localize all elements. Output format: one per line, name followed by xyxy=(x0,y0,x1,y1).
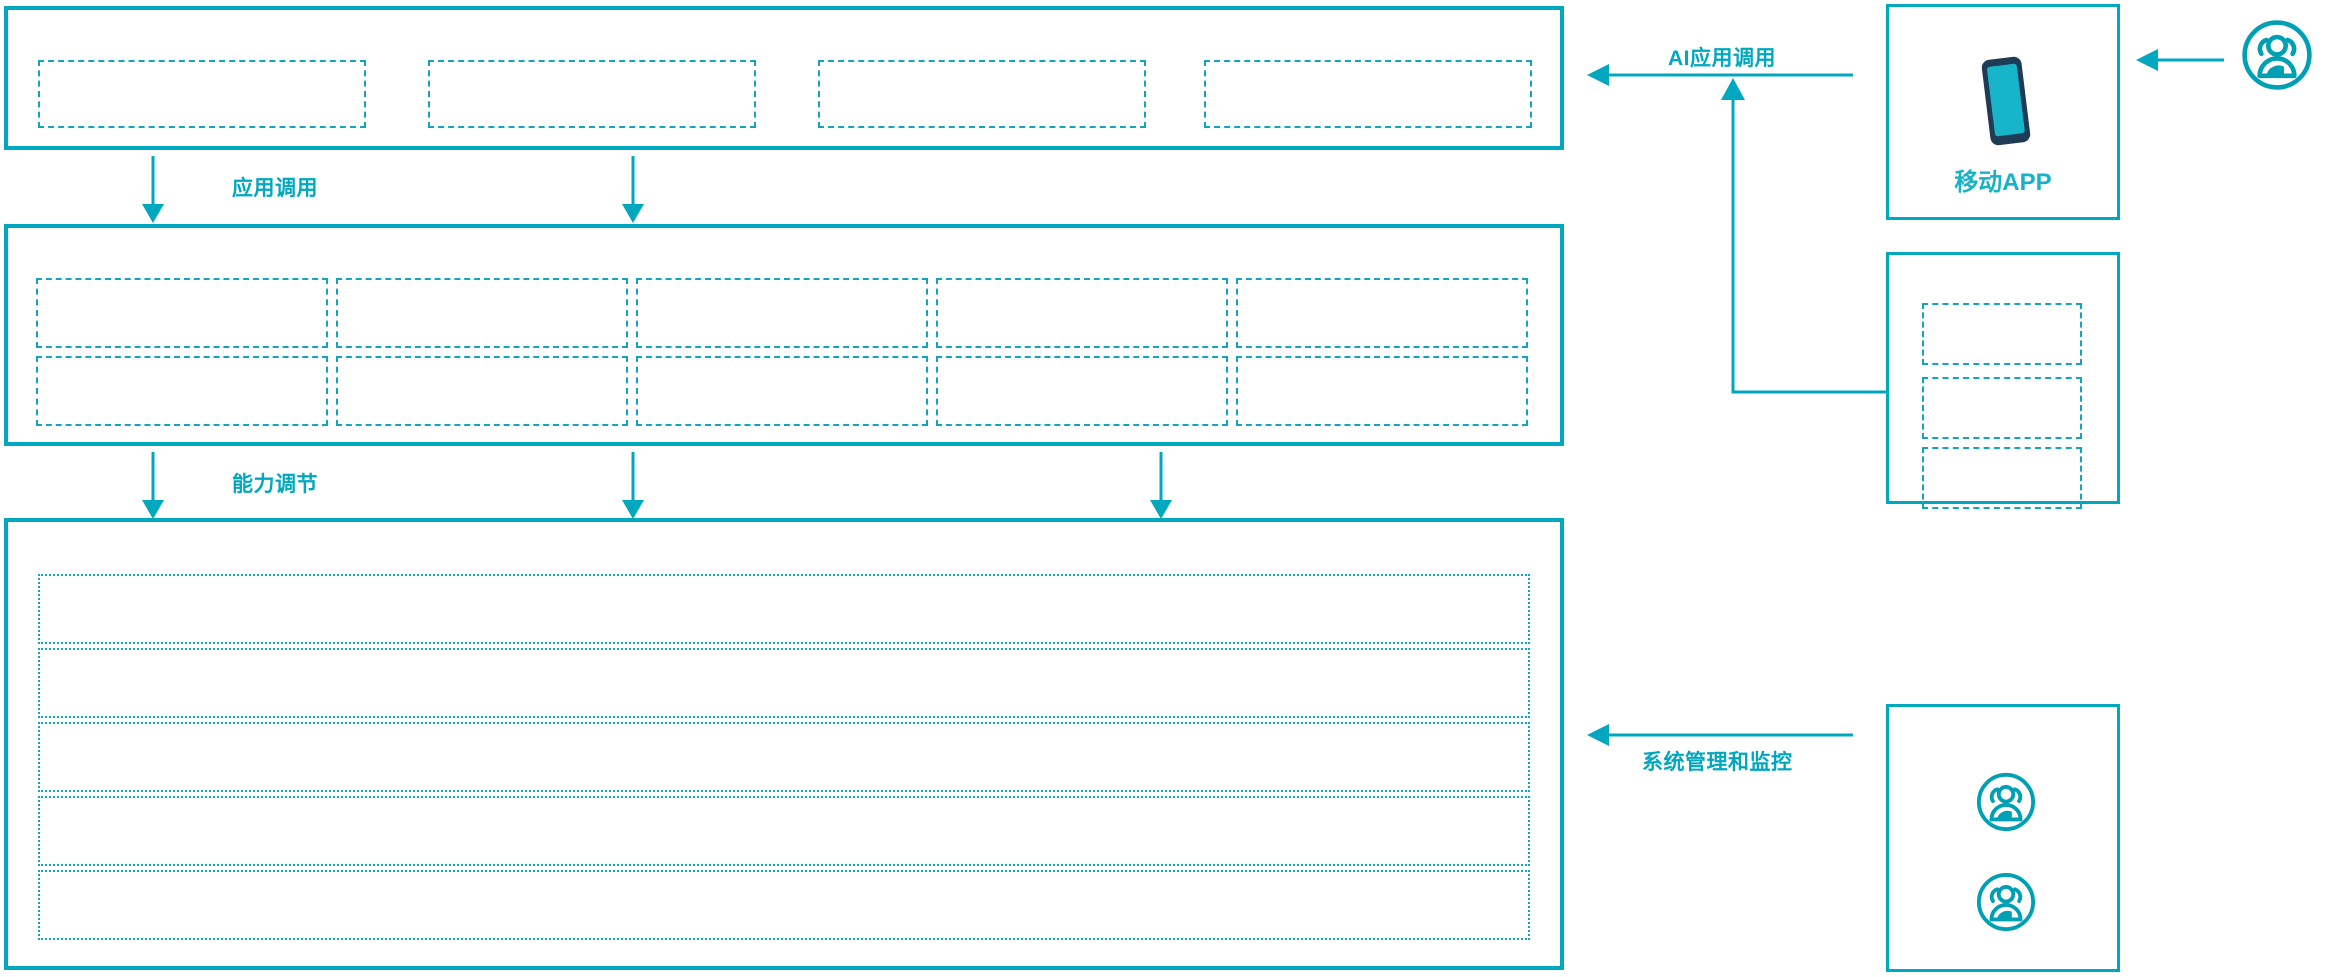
capability-layer-panel xyxy=(4,224,1564,446)
system-mgmt-monitor-label: 系统管理和监控 xyxy=(1642,751,1793,774)
mobile-app-caption: 移动APP xyxy=(1954,169,2052,196)
application-layer-panel xyxy=(4,6,1564,150)
user-to-app-arrow xyxy=(2134,47,2226,73)
application-slot-3[interactable] xyxy=(818,60,1146,128)
infrastructure-band-5[interactable] xyxy=(38,870,1530,940)
channel-slot-1[interactable] xyxy=(1922,303,2082,365)
capability-adjust-arrow-2 xyxy=(620,452,646,520)
application-slot-2[interactable] xyxy=(428,60,756,128)
operator-box xyxy=(1886,704,2120,972)
channel-slot-2[interactable] xyxy=(1922,377,2082,439)
capability-slot-r2c2[interactable] xyxy=(336,356,628,426)
capability-slot-r1c1[interactable] xyxy=(36,278,328,348)
end-user-icon xyxy=(2240,18,2314,92)
channel-slot-3[interactable] xyxy=(1922,447,2082,509)
ai-app-call-arrow xyxy=(1585,62,1855,88)
smartphone-icon xyxy=(1975,53,2037,149)
operator-user-group-icon-1 xyxy=(1975,771,2037,833)
operator-user-group-icon-2 xyxy=(1975,871,2037,933)
application-slot-4[interactable] xyxy=(1204,60,1532,128)
infrastructure-band-1[interactable] xyxy=(38,574,1530,644)
infrastructure-layer-panel xyxy=(4,518,1564,970)
app-call-arrow-1 xyxy=(140,156,166,224)
capability-slot-r2c4[interactable] xyxy=(936,356,1228,426)
infrastructure-band-2[interactable] xyxy=(38,648,1530,718)
capability-slot-r2c1[interactable] xyxy=(36,356,328,426)
capability-slot-r1c3[interactable] xyxy=(636,278,928,348)
app-call-arrow-2 xyxy=(620,156,646,224)
capability-slot-r2c3[interactable] xyxy=(636,356,928,426)
channel-box xyxy=(1886,252,2120,509)
app-to-platform-connector xyxy=(1715,70,1895,400)
capability-slot-r2c5[interactable] xyxy=(1236,356,1528,426)
mobile-app-box[interactable]: 移动APP xyxy=(1886,4,2120,220)
infrastructure-band-4[interactable] xyxy=(38,796,1530,866)
capability-adjust-arrow-3 xyxy=(1148,452,1174,520)
capability-adjust-label: 能力调节 xyxy=(232,473,318,496)
capability-adjust-arrow-1 xyxy=(140,452,166,520)
capability-slot-r1c4[interactable] xyxy=(936,278,1228,348)
app-call-label: 应用调用 xyxy=(232,177,318,200)
ai-app-call-label: AI应用调用 xyxy=(1668,47,1776,70)
application-slot-1[interactable] xyxy=(38,60,366,128)
infrastructure-band-3[interactable] xyxy=(38,722,1530,792)
capability-slot-r1c5[interactable] xyxy=(1236,278,1528,348)
capability-slot-r1c2[interactable] xyxy=(336,278,628,348)
system-mgmt-monitor-arrow xyxy=(1585,722,1855,748)
